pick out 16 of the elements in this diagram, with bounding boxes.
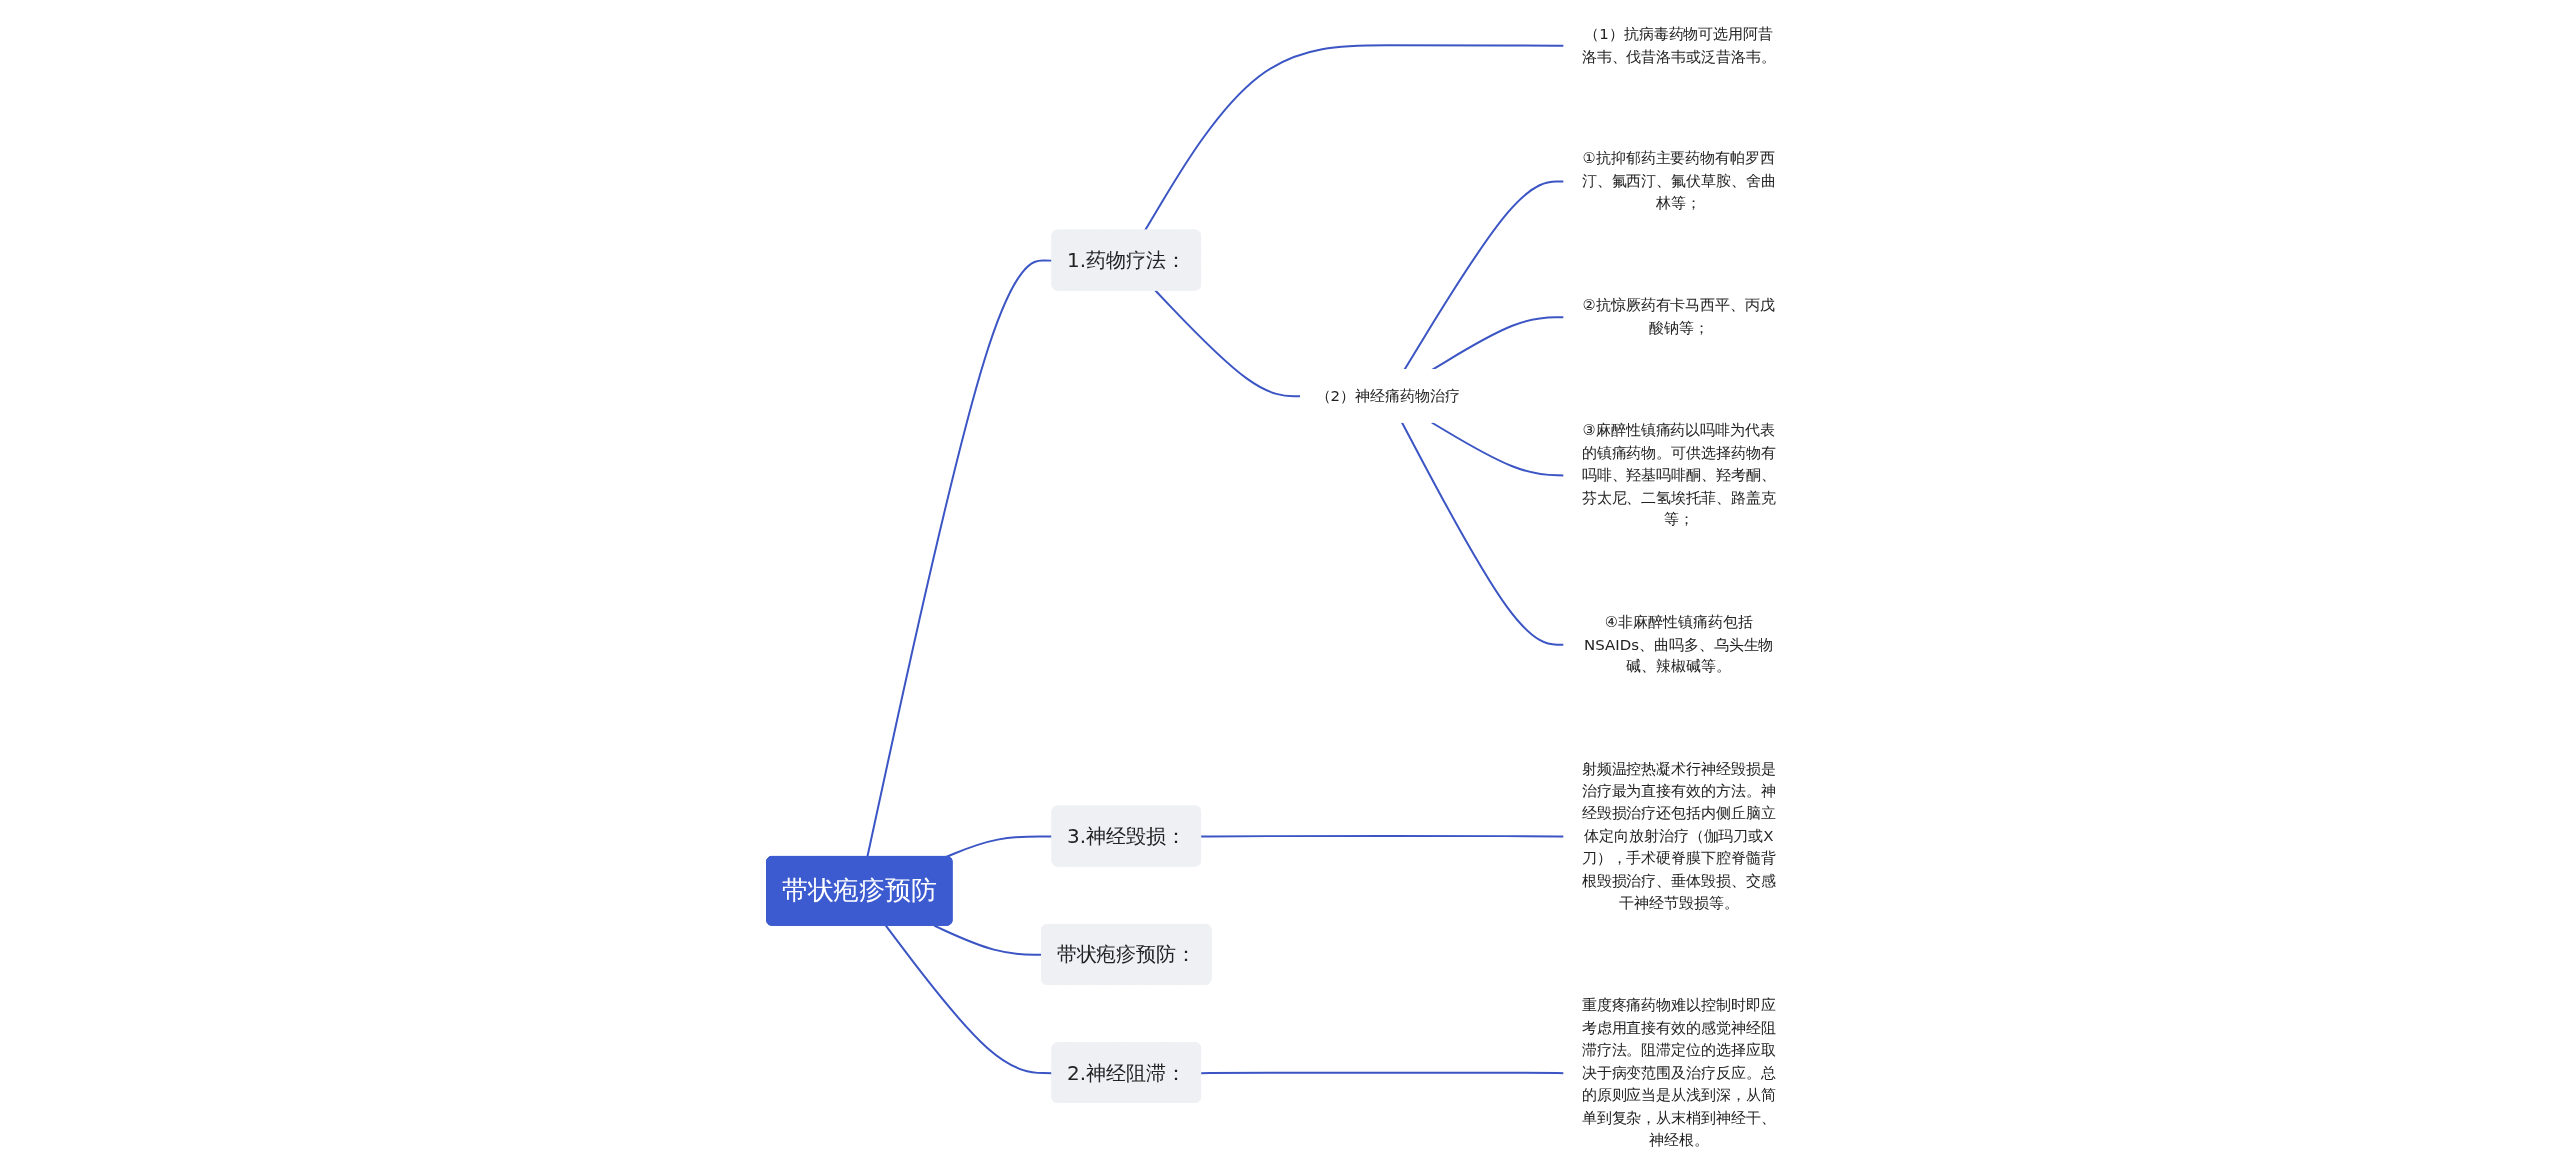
node-text: 重度疼痛药物难以控制时即应考虑用直接有效的感觉神经阻滞疗法。阻滞定位的选择应取决于病变范围及治疗反应。总的原则应当是从浅到深，从简单到复杂，从末梢到神经干、神经根。 — [1581, 996, 1776, 1149]
node-text: ④非麻醉性镇痛药包括NSAIDs、曲吗多、乌头生物碱、辣椒碱等。 — [1584, 612, 1774, 676]
node-text: （2）神经痛药物治疗 — [1315, 386, 1460, 405]
node-text: ①抗抑郁药主要药物有帕罗西汀、氟西汀、氟伏草胺、舍曲林等； — [1581, 149, 1776, 213]
node-text: ②抗惊厥药有卡马西平、丙戊酸钠等； — [1582, 296, 1776, 337]
connector — [866, 259, 1054, 858]
node-text: （1）抗病毒药物可选用阿昔洛韦、伐昔洛韦或泛昔洛韦。 — [1581, 24, 1776, 66]
node-text: ③麻醉性镇痛药以吗啡为代表的镇痛药物。可供选择药物有吗啡、羟基吗啡酮、羟考酮、芬太尼、二氢埃托菲、路盖克等； — [1581, 420, 1776, 529]
connector — [1200, 1071, 1566, 1075]
node-text: 射频温控热凝术行神经毁损是治疗最为直接有效的方法。神经毁损治疗还包括内侧丘脑立体定向放射治疗（伽玛刀或X刀），手术硬脊膜下腔脊髓背根毁损治疗、垂体毁损、交感干神经节毁损等。 — [1581, 759, 1776, 912]
connector — [945, 835, 1054, 858]
connector — [1200, 835, 1566, 838]
connector — [1430, 421, 1566, 477]
connector — [884, 924, 1054, 1075]
connector — [1143, 44, 1566, 232]
connector — [1400, 421, 1566, 646]
